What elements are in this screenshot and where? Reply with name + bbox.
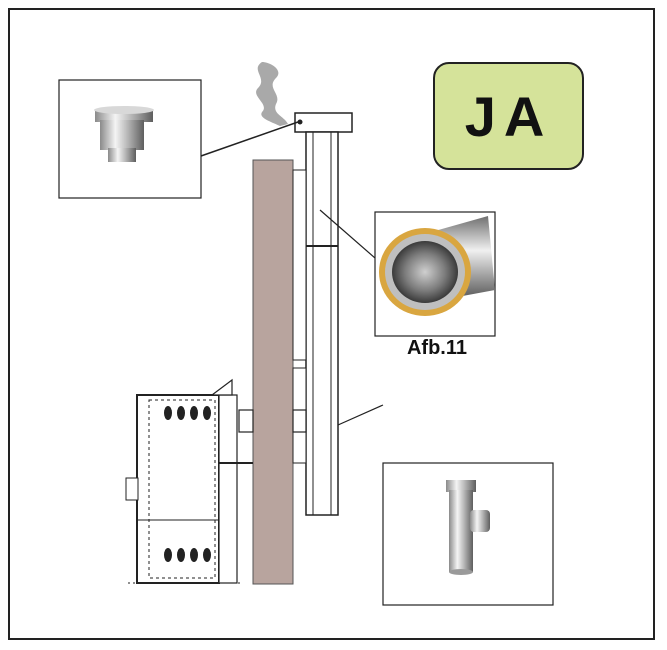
diagram-frame: [8, 8, 655, 640]
pipe-section-image: [379, 216, 495, 316]
badge-ja: JA: [433, 62, 584, 170]
callout-line-cap: [200, 121, 299, 157]
wall: [252, 159, 294, 585]
rain-cap-image: [94, 106, 154, 162]
chimney-cap: [294, 112, 353, 133]
callout-line-pipe: [319, 209, 384, 266]
wall-passthrough: [238, 409, 254, 433]
figure-caption: Afb.11: [406, 337, 468, 359]
stove-vents-bottom: [164, 548, 211, 562]
smoke-plume: [256, 62, 288, 126]
tee-fitting-image: [446, 480, 490, 575]
wall-bracket-block: [292, 409, 307, 433]
cap-marker: [297, 119, 303, 125]
wall-bracket-upper: [292, 169, 307, 361]
callout-line-tee: [337, 404, 384, 426]
chimney-pipe-outer: [305, 131, 339, 516]
stove-vents-top: [164, 406, 211, 420]
stove: [125, 378, 253, 584]
